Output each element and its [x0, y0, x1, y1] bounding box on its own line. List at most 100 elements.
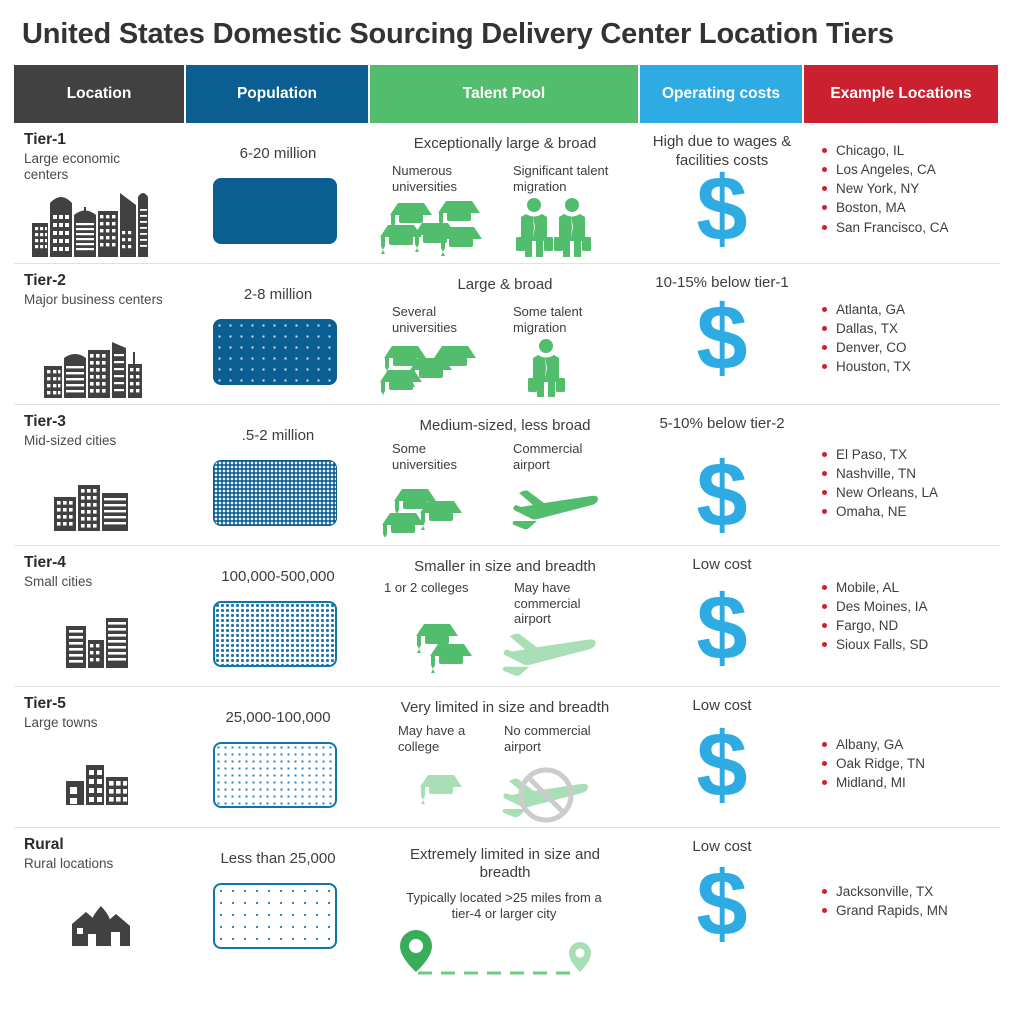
airplane-faded-icon — [502, 633, 596, 676]
population-bar — [213, 178, 337, 244]
operating-cost-label: Low cost — [692, 556, 752, 573]
population-label: 100,000-500,000 — [221, 568, 335, 585]
tier-name: Tier-5 — [24, 695, 66, 712]
talent-left-label: 1 or 2 colleges — [384, 580, 469, 595]
example-locations-list: Chicago, IL Los Angeles, CA New York, NY… — [820, 141, 949, 237]
talent-right-label: Significant talent migration — [513, 163, 609, 194]
talent-right-label: Some talent migration — [513, 304, 583, 335]
examples-cell: Atlanta, GA Dallas, TX Denver, CO Housto… — [804, 264, 1000, 404]
dollar-sign-icon: $ — [696, 577, 748, 679]
talent-headline: Large & broad — [457, 276, 553, 293]
examples-cell: Mobile, AL Des Moines, IA Fargo, ND Siou… — [804, 546, 1000, 686]
dollar-sign-icon: $ — [696, 287, 748, 389]
low-buildings-icon — [66, 765, 128, 805]
header-location: Location — [14, 65, 186, 123]
two-business-travelers-icon — [516, 198, 591, 257]
talent-right-label: May have commercial airport — [514, 580, 581, 627]
page-title: United States Domestic Sourcing Delivery… — [22, 18, 894, 50]
airplane-icon — [512, 490, 598, 530]
list-item: Jacksonville, TX — [820, 882, 948, 901]
population-bar — [213, 319, 337, 385]
dollar-sign-icon: $ — [696, 853, 748, 955]
buildings-two-icon — [66, 618, 128, 668]
list-item: New Orleans, LA — [820, 483, 938, 502]
tier-description: Large towns — [24, 715, 98, 730]
header-population: Population — [186, 65, 370, 123]
location-cell: Tier-4 Small cities — [14, 546, 186, 686]
tier-description: Large economic centers — [24, 151, 121, 183]
talent-left-label: Several universities — [392, 304, 458, 335]
graduation-caps-two-icon — [416, 624, 472, 673]
operating-cost-label: 10-15% below tier-1 — [655, 274, 789, 291]
list-item: Sioux Falls, SD — [820, 635, 928, 654]
talent-cell: Smaller in size and breadth 1 or 2 colle… — [370, 546, 640, 686]
location-cell: Tier-5 Large towns — [14, 687, 186, 827]
row-divider — [14, 404, 1000, 405]
location-cell: Tier-1 Large economic centers — [14, 123, 186, 263]
population-bar — [213, 742, 337, 808]
population-label: 6-20 million — [239, 145, 317, 162]
list-item: El Paso, TX — [820, 445, 938, 464]
list-item: Fargo, ND — [820, 616, 928, 635]
list-item: San Francisco, CA — [820, 218, 949, 237]
tier-name: Rural — [24, 836, 64, 853]
talent-cell: Large & broad Several universities Some … — [370, 264, 640, 404]
list-item: Midland, MI — [820, 773, 925, 792]
list-item: Albany, GA — [820, 735, 925, 754]
examples-cell: Chicago, IL Los Angeles, CA New York, NY… — [804, 123, 1000, 263]
skyline-medium-icon — [44, 342, 142, 398]
location-cell: Tier-3 Mid-sized cities — [14, 405, 186, 545]
header-location-label: Location — [66, 85, 132, 103]
list-item: Oak Ridge, TN — [820, 754, 925, 773]
population-bar — [213, 601, 337, 667]
talent-left-label: Numerous universities — [392, 163, 458, 194]
list-item: Des Moines, IA — [820, 597, 928, 616]
tier-description: Small cities — [24, 574, 93, 589]
list-item: Denver, CO — [820, 338, 911, 357]
population-bar — [213, 883, 337, 949]
operating-cost-label: 5-10% below tier-2 — [659, 415, 785, 432]
header-operating-costs: Operating costs — [640, 65, 804, 123]
examples-cell: Jacksonville, TX Grand Rapids, MN — [804, 828, 1000, 976]
header-example-locations-label: Example Locations — [830, 85, 972, 103]
talent-headline: Medium-sized, less broad — [419, 417, 591, 434]
example-locations-list: Mobile, AL Des Moines, IA Fargo, ND Siou… — [820, 578, 928, 655]
location-cell: Rural Rural locations — [14, 828, 186, 976]
list-item: New York, NY — [820, 179, 949, 198]
talent-right-label: No commercial airport — [504, 723, 591, 754]
list-item: Dallas, TX — [820, 319, 911, 338]
population-cell: .5-2 million — [186, 405, 370, 545]
talent-cell: Extremely limited in size and breadth Ty… — [370, 828, 640, 976]
row-divider — [14, 263, 1000, 264]
tier-name: Tier-2 — [24, 272, 66, 289]
tier-description: Rural locations — [24, 856, 114, 871]
buildings-small-icon — [54, 485, 128, 531]
list-item: Chicago, IL — [820, 141, 949, 160]
skyline-large-icon — [32, 193, 148, 257]
population-cell: 100,000-500,000 — [186, 546, 370, 686]
tier-description: Mid-sized cities — [24, 433, 117, 448]
population-cell: 2-8 million — [186, 264, 370, 404]
talent-headline: Very limited in size and breadth — [400, 699, 610, 716]
graduation-cap-one-faded-icon — [420, 775, 462, 804]
graduation-caps-several-icon — [380, 346, 476, 396]
tier-name: Tier-1 — [24, 131, 66, 148]
row-divider — [14, 545, 1000, 546]
dollar-sign-icon: $ — [696, 714, 748, 816]
population-cell: 6-20 million — [186, 123, 370, 263]
population-label: 2-8 million — [243, 286, 313, 303]
header-example-locations: Example Locations — [804, 65, 1000, 123]
population-label: .5-2 million — [241, 427, 315, 444]
population-cell: Less than 25,000 — [186, 828, 370, 976]
talent-left-label: May have a college — [398, 723, 466, 754]
example-locations-list: El Paso, TX Nashville, TN New Orleans, L… — [820, 445, 938, 522]
tier-name: Tier-4 — [24, 554, 66, 571]
talent-cell: Exceptionally large & broad Numerous uni… — [370, 123, 640, 263]
operating-cost-label: High due to wages & facilities costs — [652, 133, 792, 169]
dollar-sign-icon: $ — [696, 444, 748, 546]
row-divider — [14, 827, 1000, 828]
talent-left-label: Some universities — [392, 441, 458, 472]
example-locations-list: Atlanta, GA Dallas, TX Denver, CO Housto… — [820, 300, 911, 377]
talent-cell: Medium-sized, less broad Some universiti… — [370, 405, 640, 545]
